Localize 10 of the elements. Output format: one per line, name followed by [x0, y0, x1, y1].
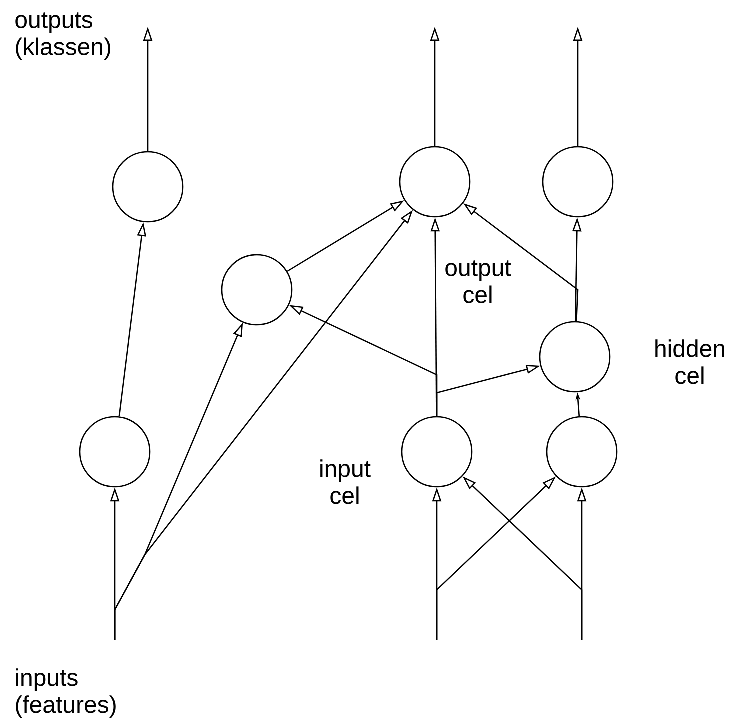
cell-label: hidden cel	[656, 340, 724, 384]
neuron-circle	[79, 416, 151, 488]
axis-label: inputs (features)	[16, 668, 116, 718]
neuron-circle	[542, 146, 614, 218]
neuron-circle	[221, 254, 293, 326]
axis-label: outputs (klassen)	[16, 12, 111, 60]
neuron-circle	[112, 151, 184, 223]
cell-label: input cel	[320, 460, 371, 504]
neuron-circle	[546, 416, 618, 488]
cell-label: output cel	[446, 260, 512, 304]
